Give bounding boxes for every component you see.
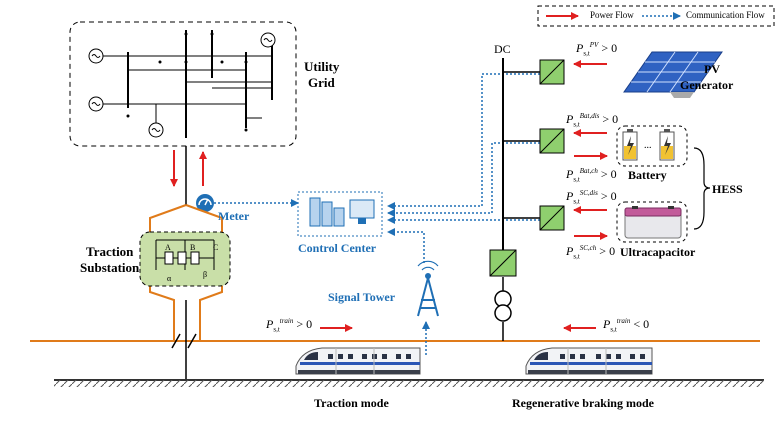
signal-tower-label: Signal Tower — [328, 290, 396, 304]
generator-icon — [260, 32, 276, 48]
converter-battery — [539, 128, 565, 154]
eq-bat-ch: Ps,tBat,ch > 0 — [566, 167, 617, 184]
meter-label: Meter — [218, 209, 250, 223]
eq-bat-dis: Ps,tBat,dis > 0 — [566, 112, 619, 129]
generator-icon — [88, 96, 104, 112]
comm-bat-to-control — [387, 142, 540, 217]
legend — [537, 5, 775, 27]
eq-train-regen: Ps,ttrain < 0 — [603, 317, 650, 334]
converter-sc — [539, 205, 565, 231]
pv-panel-icon — [623, 51, 723, 98]
phase-c-label: C — [213, 243, 219, 252]
section-gap — [187, 333, 197, 349]
battery-icon: ... — [616, 125, 688, 167]
eq-pv: Ps,tPV > 0 — [576, 41, 618, 58]
traction-substation-label-2: Substation — [80, 260, 140, 275]
ground — [54, 379, 764, 387]
signal-tower-icon — [417, 260, 439, 317]
generator-icon — [148, 122, 164, 138]
pv-label-2: Generator — [680, 78, 734, 92]
hess-label: HESS — [712, 182, 743, 196]
hess-brace — [693, 147, 711, 230]
svg-text:...: ... — [644, 140, 652, 151]
eq-train-traction: Ps,ttrain > 0 — [266, 317, 313, 334]
traction-substation — [139, 204, 231, 340]
dc-label: DC — [494, 42, 511, 56]
section-gap — [171, 333, 181, 349]
transformer-icon — [494, 290, 512, 322]
control-center-icon — [297, 191, 383, 237]
legend-power-flow: Power Flow — [590, 10, 634, 20]
battery-label: Battery — [628, 168, 667, 182]
eq-sc-ch: Ps,tSC,ch > 0 — [566, 244, 616, 261]
meter-icon — [196, 194, 214, 212]
legend-communication-flow: Communication Flow — [686, 10, 765, 20]
train-regen — [525, 347, 653, 375]
phase-alpha-label: α — [167, 274, 172, 283]
phase-beta-label: β — [203, 270, 208, 279]
utility-grid-label-1: Utility — [304, 59, 340, 74]
converter-dc — [489, 249, 517, 277]
regen-mode-label: Regenerative braking mode — [512, 396, 654, 410]
comm-tower-to-control — [387, 228, 425, 263]
traction-substation-label-1: Traction — [86, 244, 134, 259]
generator-icon — [88, 48, 104, 64]
comm-pv-to-control — [387, 73, 540, 210]
utility-grid — [69, 21, 297, 147]
eq-sc-dis: Ps,tSC,dis > 0 — [566, 189, 617, 206]
train-traction — [295, 347, 421, 375]
control-center-label: Control Center — [298, 241, 377, 255]
ultracapacitor-label: Ultracapacitor — [620, 245, 696, 259]
ultracapacitor-icon — [616, 201, 688, 243]
phase-a-label: A — [165, 243, 171, 252]
utility-grid-label-2: Grid — [308, 75, 335, 90]
phase-b-label: B — [190, 243, 196, 252]
converter-pv — [539, 59, 565, 85]
traction-mode-label: Traction mode — [314, 396, 389, 410]
pv-label-1: PV — [704, 62, 720, 76]
